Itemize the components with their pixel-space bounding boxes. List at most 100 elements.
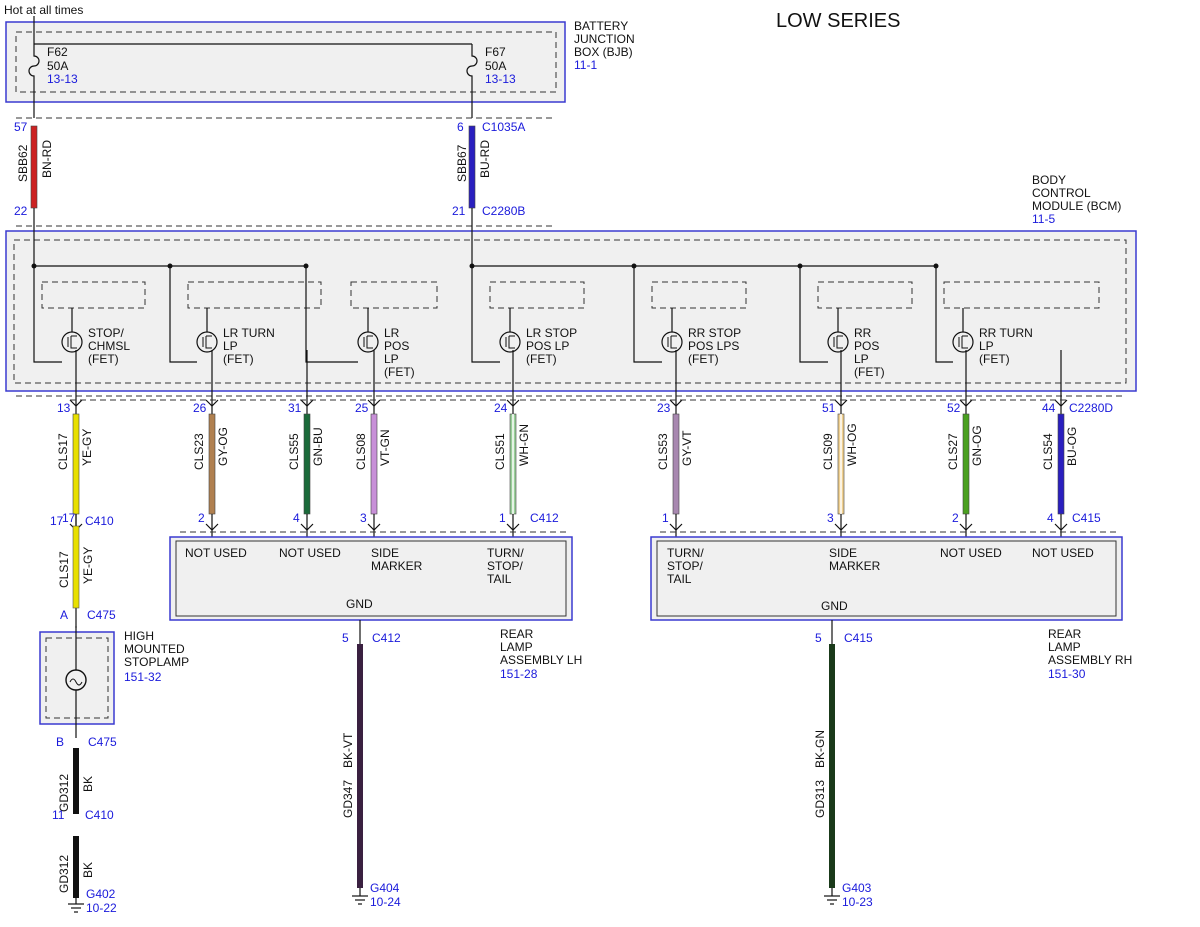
pin-arrow-icon bbox=[834, 523, 848, 531]
output-wire-1-circuit: CLS17 bbox=[56, 433, 70, 470]
bcm-output-4-label-line-1: LR STOP bbox=[526, 326, 577, 340]
rear-lamp-rh-gnd: GND bbox=[821, 599, 848, 613]
rear-lamp-lh-connector[interactable]: C412 bbox=[530, 511, 559, 525]
output-wire-6-body bbox=[672, 413, 680, 515]
fuse-f67-rating: 50A bbox=[485, 59, 506, 73]
pin-arrow-icon bbox=[834, 399, 848, 407]
output-wire-9-color: BU-OG bbox=[1065, 427, 1079, 466]
rear-lamp-lh-label-line-1: REAR bbox=[500, 627, 534, 641]
stoplamp-ref[interactable]: 151-32 bbox=[124, 670, 162, 684]
ground-g403-ref[interactable]: 10-23 bbox=[842, 895, 873, 909]
ground-g402-ref[interactable]: 10-22 bbox=[86, 901, 117, 915]
output-wire-8-circuit: CLS27 bbox=[946, 433, 960, 470]
bcm-output-6-label-line-3: LP bbox=[854, 352, 869, 366]
output-wire-9-connector[interactable]: C2280D bbox=[1069, 401, 1113, 415]
ground-wire-gd313-connector[interactable]: C415 bbox=[844, 631, 873, 645]
output-wire-9-circuit: CLS54 bbox=[1041, 433, 1055, 470]
rear-lamp-lh-terminal-2-line-1: NOT USED bbox=[279, 546, 341, 560]
output-wire-5-pin: 24 bbox=[494, 401, 508, 415]
chmsl-wire-connector-c410[interactable]: C410 bbox=[85, 514, 114, 528]
stoplamp-label-line-1: HIGH bbox=[124, 629, 154, 643]
bcm-output-1-driver bbox=[41, 281, 146, 309]
bcm-output-1-label-line-3: (FET) bbox=[88, 352, 119, 366]
fuse-f67-ref[interactable]: 13-13 bbox=[485, 72, 516, 86]
rear-lamp-lh-terminal-3-line-2: MARKER bbox=[371, 559, 423, 573]
stoplamp-filament-icon bbox=[69, 678, 83, 686]
feed-wire-2-circuit: SBB67 bbox=[455, 144, 469, 182]
ground-wire-gd347-connector[interactable]: C412 bbox=[372, 631, 401, 645]
bcm-output-3-driver bbox=[350, 281, 438, 309]
bcm-output-3-label-line-3: LP bbox=[384, 352, 399, 366]
feed-wire-1-color: BN-RD bbox=[40, 140, 54, 178]
ground-wire-gd313-pin: 5 bbox=[815, 631, 822, 645]
ground-wire-gd312-connector[interactable]: C410 bbox=[85, 808, 114, 822]
hot-at-all-times-label: Hot at all times bbox=[4, 3, 83, 17]
rear-lamp-lh-internal bbox=[175, 540, 567, 617]
bcm-label-line-1: BODY bbox=[1032, 173, 1066, 187]
output-wire-4-circuit: CLS08 bbox=[354, 433, 368, 470]
bcm-output-1-supply bbox=[33, 266, 62, 363]
fet-gate-icon bbox=[958, 335, 968, 349]
ground-wire-gd347-circuit: GD347 bbox=[341, 780, 355, 818]
fet-gate-icon bbox=[67, 335, 77, 349]
rear-lamp-rh-connector[interactable]: C415 bbox=[1072, 511, 1101, 525]
rear-lamp-rh-label-line-2: LAMP bbox=[1048, 640, 1081, 654]
output-wire-8-end-pin: 2 bbox=[952, 511, 959, 525]
fuse-f62-name: F62 bbox=[47, 45, 68, 59]
stoplamp-connector-c475[interactable]: C475 bbox=[88, 735, 117, 749]
rear-lamp-rh-terminal-3-line-1: NOT USED bbox=[940, 546, 1002, 560]
fuse-f67-name: F67 bbox=[485, 45, 506, 59]
bcm-output-1-label-line-2: CHMSL bbox=[88, 339, 130, 353]
bcm-output-7-label-line-1: RR TURN bbox=[979, 326, 1033, 340]
stoplamp-internal-boundary bbox=[45, 637, 109, 719]
bcm-output-1: STOP/CHMSL(FET) bbox=[31, 263, 146, 366]
output-wire-9-pin: 44 bbox=[1042, 401, 1056, 415]
ground-g403[interactable]: G403 bbox=[842, 881, 872, 895]
feed-wire-2-connector-top[interactable]: C1035A bbox=[482, 120, 525, 134]
rear-lamp-rh-terminal-2-line-2: MARKER bbox=[829, 559, 881, 573]
ground-g404-ref[interactable]: 10-24 bbox=[370, 895, 401, 909]
output-wire-3-body bbox=[303, 413, 311, 515]
rear-lamp-rh-ref[interactable]: 151-30 bbox=[1048, 667, 1086, 681]
bcm-label-line-3: MODULE (BCM) bbox=[1032, 199, 1121, 213]
feed-wire-1-circuit: SBB62 bbox=[16, 144, 30, 182]
bcm-output-1-label-line-1: STOP/ bbox=[88, 326, 124, 340]
rear-lamp-rh-internal bbox=[656, 540, 1117, 617]
chmsl-wire-connector-c475[interactable]: C475 bbox=[87, 608, 116, 622]
stoplamp-label-line-2: MOUNTED bbox=[124, 642, 185, 656]
rear-lamp-lh-label-line-2: LAMP bbox=[500, 640, 533, 654]
output-wire-7-color: WH-OG bbox=[845, 423, 859, 466]
output-wire-4-pin: 25 bbox=[355, 401, 369, 415]
ground-g404[interactable]: G404 bbox=[370, 881, 400, 895]
fuse-f62-ref[interactable]: 13-13 bbox=[47, 72, 78, 86]
rear-lamp-lh-ref[interactable]: 151-28 bbox=[500, 667, 538, 681]
bcm-output-6-label-line-1: RR bbox=[854, 326, 872, 340]
rear-lamp-lh-terminal-3-line-1: SIDE bbox=[371, 546, 399, 560]
bcm-output-5-label-line-3: (FET) bbox=[688, 352, 719, 366]
ground-g402[interactable]: G402 bbox=[86, 887, 116, 901]
stoplamp-box bbox=[39, 631, 115, 725]
output-wire-3-color: GN-BU bbox=[311, 427, 325, 466]
chmsl-wire-circuit: CLS17 bbox=[57, 551, 71, 588]
bcm-ref[interactable]: 11-5 bbox=[1032, 212, 1055, 226]
bjb-ref[interactable]: 11-1 bbox=[574, 58, 597, 72]
ground-wire-gd312-upper-color: BK bbox=[81, 776, 95, 792]
bcm-output-group: STOP/CHMSL(FET)LR TURNLP(FET)LRPOSLP(FET… bbox=[31, 263, 1100, 379]
feed-wire-2-connector-bottom[interactable]: C2280B bbox=[482, 204, 525, 218]
rear-lamp-lh-terminal-4-line-2: STOP/ bbox=[487, 559, 523, 573]
rear-lamp-rh-label-line-1: REAR bbox=[1048, 627, 1082, 641]
feed-wire-2 bbox=[468, 125, 476, 266]
pin-arrow-icon bbox=[959, 399, 973, 407]
output-wire-3-end-pin: 4 bbox=[293, 511, 300, 525]
output-wire-2-color: GY-OG bbox=[216, 427, 230, 466]
bcm-output-3-label-line-1: LR bbox=[384, 326, 400, 340]
stoplamp-label-line-3: STOPLAMP bbox=[124, 655, 189, 669]
